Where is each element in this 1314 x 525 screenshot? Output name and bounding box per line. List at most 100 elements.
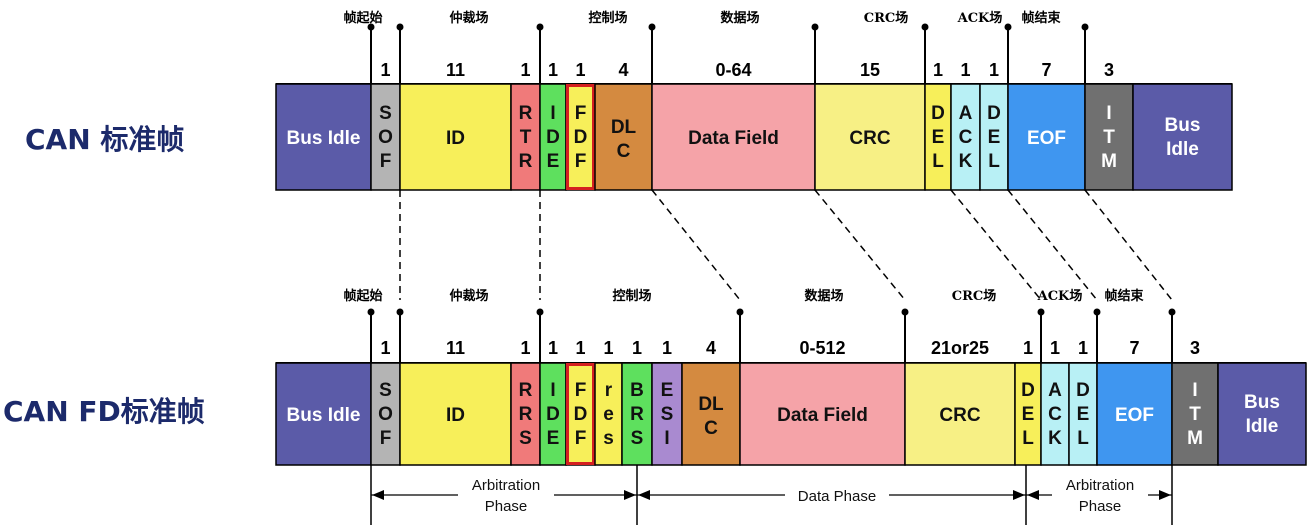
field-box — [1068, 362, 1098, 466]
field-label-char: I — [550, 103, 555, 124]
group-boundary-dot — [1004, 23, 1012, 31]
field-label-char: R — [519, 151, 533, 172]
group-label: 仲裁场 — [449, 10, 488, 26]
field-bit-count: 1 — [960, 60, 970, 80]
field-label-char: E — [988, 127, 1001, 148]
group-boundary-dot — [1037, 308, 1045, 316]
field-label-char: D — [931, 103, 945, 124]
field-label-char: L — [1077, 428, 1089, 449]
field-bit-count: 15 — [860, 60, 880, 80]
phase-arrowhead — [1013, 490, 1025, 500]
can-frame-title: CAN 标准帧 — [25, 123, 185, 156]
group-label: 帧结束 — [1104, 288, 1144, 304]
phase-label: Phase — [485, 498, 528, 515]
field-label: Idle — [1246, 416, 1279, 437]
phase-label-bg — [785, 484, 889, 506]
group-boundary-dot — [367, 308, 375, 316]
phase-label: Data Phase — [798, 488, 876, 505]
field-bit-count: 1 — [662, 338, 672, 358]
group-boundary-dot — [1081, 23, 1089, 31]
field-box — [1217, 362, 1307, 466]
group-boundary-dot — [921, 23, 929, 31]
field-box — [739, 362, 906, 466]
field-label-char: C — [1048, 404, 1062, 425]
field-label-char: D — [1021, 380, 1035, 401]
group-label: 数据场 — [804, 288, 843, 304]
phase-label: Phase — [1079, 498, 1122, 515]
field-box — [1014, 362, 1042, 466]
mapping-dashed-line — [1084, 189, 1173, 301]
field-box — [399, 83, 512, 191]
field-label-char: E — [932, 127, 945, 148]
field-label-char: S — [519, 428, 532, 449]
field-label-char: R — [519, 103, 533, 124]
field-label-char: E — [547, 151, 560, 172]
field-label-char: R — [519, 380, 533, 401]
field-label: DL — [698, 394, 724, 415]
canfd-frame: Bus IdleSOF1ID11RRS1IDE1FDF1res1BRS1ESI1… — [275, 288, 1307, 466]
group-label: 仲裁场 — [449, 288, 488, 304]
field-bit-count: 1 — [548, 338, 558, 358]
field-label-char: K — [959, 151, 973, 172]
field-bit-count: 1 — [575, 338, 585, 358]
field-bit-count: 1 — [380, 338, 390, 358]
field-label-char: I — [550, 380, 555, 401]
group-label: CRC场 — [864, 11, 909, 26]
field-label-char: B — [630, 380, 644, 401]
field-box — [924, 83, 952, 191]
field-label: CRC — [939, 405, 980, 426]
mapping-dashed-line — [1007, 189, 1098, 301]
group-boundary-dot — [901, 308, 909, 316]
field-label-char: M — [1187, 428, 1203, 449]
field-label-char: S — [379, 103, 392, 124]
field-bit-count: 1 — [575, 60, 585, 80]
group-label: 数据场 — [720, 10, 759, 26]
field-box — [621, 362, 653, 466]
field-box — [1171, 362, 1219, 466]
field-label: C — [704, 418, 718, 439]
group-label: 控制场 — [612, 288, 651, 304]
mapping-dashed-line — [651, 189, 741, 301]
field-label-char: S — [661, 404, 674, 425]
group-boundary-dot — [536, 23, 544, 31]
group-boundary-dot — [648, 23, 656, 31]
field-label-char: F — [575, 103, 587, 124]
field-bit-count: 0-512 — [799, 338, 845, 358]
field-label-char: T — [1103, 127, 1115, 148]
field-label-char: E — [1077, 404, 1090, 425]
field-box — [275, 362, 372, 466]
group-label: CRC场 — [952, 289, 997, 304]
phase-label-bg — [458, 472, 554, 516]
group-boundary-dot — [736, 308, 744, 316]
field-label-char: T — [520, 127, 532, 148]
field-label-char: e — [603, 404, 614, 425]
group-boundary-dot — [811, 23, 819, 31]
field-label-char: L — [1022, 428, 1034, 449]
field-label-char: D — [987, 103, 1001, 124]
field-label-char: A — [1048, 380, 1062, 401]
phase-arrowhead — [1159, 490, 1171, 500]
field-bit-count: 4 — [618, 60, 628, 80]
field-box — [904, 362, 1016, 466]
field-highlight — [566, 84, 595, 190]
field-box — [539, 83, 567, 191]
field-bit-count: 7 — [1041, 60, 1051, 80]
field-box — [510, 83, 541, 191]
field-label-char: O — [378, 127, 393, 148]
